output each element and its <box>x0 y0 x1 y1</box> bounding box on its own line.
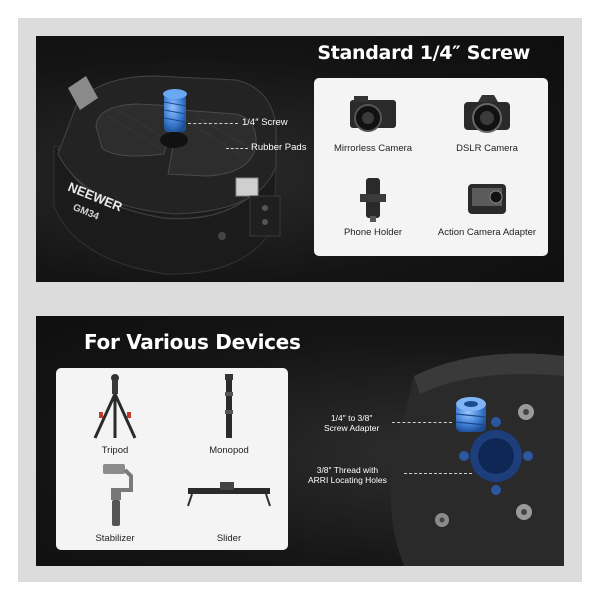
device-label: Action Camera Adapter <box>437 227 537 238</box>
device-slider: Slider <box>174 460 284 544</box>
phone-holder-icon <box>360 178 386 222</box>
adapter-callout-line1: 1/4″ to 3/8″ <box>330 413 373 423</box>
device-label: Phone Holder <box>343 227 403 238</box>
adapter-callout: 1/4″ to 3/8″ Screw Adapter <box>324 413 380 434</box>
device-label: Mirrorless Camera <box>333 143 413 154</box>
device-dslr: DSLR Camera <box>432 92 542 154</box>
device-label: Tripod <box>101 445 129 456</box>
panel-title: Standard 1/4″ Screw <box>317 42 530 64</box>
screw-callout-line <box>188 123 238 124</box>
adapter-callout-leader <box>392 422 452 423</box>
pads-callout: Rubber Pads <box>251 142 307 153</box>
thread-callout-line2: ARRI Locating Holes <box>308 474 387 485</box>
pads-callout-line <box>226 148 248 149</box>
device-label: Slider <box>216 533 242 544</box>
device-tripod: Tripod <box>60 372 170 456</box>
panel-title: For Various Devices <box>84 330 301 354</box>
device-label: Stabilizer <box>95 533 135 544</box>
compatible-devices-card: Mirrorless Camera DSLR Camera Phone Hold… <box>314 78 548 256</box>
slider-icon <box>187 482 271 507</box>
device-stabilizer: Stabilizer <box>60 460 170 544</box>
device-monopod: Monopod <box>174 372 284 456</box>
device-label: DSLR Camera <box>456 143 518 154</box>
quick-release-clamp-image: NEEWER GM34 <box>53 75 281 275</box>
device-phone-holder: Phone Holder <box>318 176 428 238</box>
mounting-plate-image <box>390 353 564 566</box>
screw-callout: 1/4″ Screw <box>242 117 288 128</box>
device-action-camera: Action Camera Adapter <box>432 176 542 238</box>
various-devices-panel: For Various Devices Tripod Monopod <box>36 316 564 566</box>
adapter-callout-line2: Screw Adapter <box>324 422 380 433</box>
support-devices-card: Tripod Monopod Stabilizer <box>56 368 288 550</box>
monopod-icon <box>225 374 233 438</box>
dslr-camera-icon <box>464 95 510 133</box>
thread-callout: 3/8″ Thread with ARRI Locating Holes <box>308 465 387 486</box>
device-mirrorless: Mirrorless Camera <box>318 92 428 154</box>
device-label: Monopod <box>209 445 249 456</box>
action-camera-icon <box>468 184 506 214</box>
thread-callout-line1: 3/8″ Thread with <box>316 465 379 475</box>
screw-feature-panel: Standard 1/4″ Screw <box>36 36 564 282</box>
thread-callout-leader <box>404 473 472 474</box>
stabilizer-icon <box>103 464 133 526</box>
tripod-icon <box>93 374 137 439</box>
mirrorless-camera-icon <box>350 96 396 132</box>
